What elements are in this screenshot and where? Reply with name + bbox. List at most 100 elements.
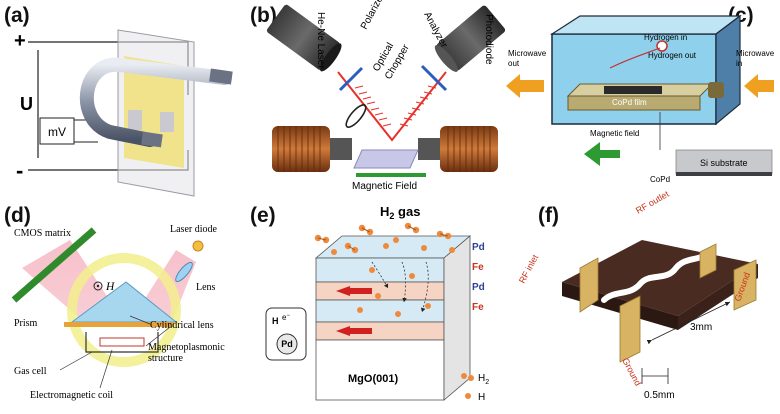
- microwave-out-label-2: out: [508, 59, 520, 68]
- panel-f-label: (f): [538, 204, 559, 227]
- analyzer-label: Analyzer: [421, 10, 449, 50]
- panel-f: (f) RF outlet RF inlet Ground Ground 3mm…: [517, 189, 758, 401]
- rf-inlet-label: RF inlet: [517, 252, 541, 285]
- layer-label-pd-2: Pd: [472, 282, 485, 293]
- diffusion-path-3: [420, 261, 429, 313]
- coil-label: Electromagnetic coil: [30, 390, 113, 401]
- layer-pd-top: [315, 257, 445, 283]
- gas-cell: [85, 332, 159, 353]
- optical-chopper: [345, 104, 367, 128]
- magnetization-arrow-bottom-head: [336, 326, 350, 336]
- layer-label-fe-1: Fe: [472, 262, 484, 273]
- legend-h2-atom-2: [468, 375, 474, 381]
- film-label: CoPd film: [612, 98, 647, 107]
- panel-b-label: (b): [250, 4, 277, 27]
- ground-contact-right: [733, 259, 757, 311]
- tray-front: [567, 95, 701, 111]
- stack-top-face: [314, 235, 472, 259]
- panel-a: (a) + - U mV: [4, 4, 233, 197]
- microwave-out-arrow: [506, 74, 544, 98]
- mgo-substrate: [315, 339, 445, 401]
- hydrogen-in-label: Hydrogen in: [644, 33, 687, 42]
- gas-cell-pointer: [59, 351, 93, 371]
- h2-molecules: [314, 222, 452, 254]
- inset-electron-label: e−: [282, 313, 290, 322]
- electromagnet-right: [418, 126, 498, 172]
- analyzer-element: [420, 64, 448, 92]
- contact-pad-left: [128, 110, 142, 130]
- photodiode-label: Photodiode: [483, 14, 494, 65]
- panel-e: (e) H2 gas Pd Fe Pd Fe MgO(001): [250, 204, 489, 403]
- microwave-out-label-1: Microwave: [508, 49, 547, 58]
- copd-layer: [676, 172, 772, 176]
- dim-3mm-label: 3mm: [690, 322, 712, 333]
- rf-outlet-label: RF outlet: [634, 189, 671, 216]
- microwave-in-arrow: [744, 74, 774, 98]
- panel-b: (b) He-Ne Laser Photodiode Polariz: [250, 0, 506, 192]
- gas-cell-label: Gas cell: [14, 366, 47, 377]
- structure-pointer: [145, 326, 171, 347]
- laser-label: He-Ne Laser: [315, 12, 326, 69]
- coil-windings: [99, 337, 145, 347]
- cmos-matrix: [11, 227, 97, 303]
- chamber-side: [715, 14, 741, 126]
- laser-diode-label: Laser diode: [170, 224, 217, 235]
- panel-d: (d) CMOS matrix H Laser diode Lens Cylin…: [4, 204, 225, 401]
- inset-pd-label: Pd: [281, 339, 293, 349]
- substrate-label: Si substrate: [700, 158, 748, 168]
- lens-label: Lens: [196, 282, 216, 293]
- magnetic-field-arrow: [584, 142, 620, 166]
- panel-d-label: (d): [4, 204, 31, 227]
- diffusion-path-2: [401, 261, 407, 303]
- copd-film-sample: [604, 86, 662, 94]
- magnetoplasmonic-layer: [64, 322, 174, 327]
- beam-modulation-marks: [354, 85, 437, 127]
- contact-pad-right: [160, 112, 174, 132]
- coil-pointer: [99, 349, 113, 389]
- hydrogen-flow-line: [609, 47, 661, 69]
- layer-label-fe-2: Fe: [472, 302, 484, 313]
- magnet-pole-s: [141, 131, 163, 148]
- plus-sign: +: [14, 30, 26, 52]
- photodiode-detector: [434, 5, 506, 72]
- cmos-label: CMOS matrix: [14, 228, 71, 239]
- microwave-in-label-1: Microwave: [736, 49, 775, 58]
- magnetic-field-label-c: Magnetic field: [590, 129, 639, 138]
- microwave-port: [708, 82, 724, 98]
- prism-label: Prism: [14, 318, 38, 329]
- sample-plate: [353, 149, 419, 169]
- h-atoms: [331, 237, 455, 317]
- millivoltmeter-label: mV: [48, 125, 66, 139]
- magnetization-arrow-top: [350, 288, 372, 294]
- inset-h-label: H: [272, 316, 279, 326]
- si-substrate: [675, 149, 773, 175]
- field-direction-symbol: [93, 281, 103, 291]
- structure-label-1: Magnetoplasmonic: [148, 342, 225, 353]
- hydrogen-out-label: Hydrogen out: [648, 51, 697, 60]
- magnetization-arrow-bottom: [350, 328, 372, 334]
- panel-c: (c) CoPd film Hydrogen in Hydrogen out M…: [506, 4, 775, 184]
- magnet-pole-n: [209, 68, 233, 85]
- substrate-label-e: MgO(001): [348, 373, 398, 385]
- polarizer-label: Polarizer: [359, 0, 388, 31]
- legend-h2-atom-1: [461, 373, 467, 379]
- millivoltmeter-box: [39, 117, 75, 145]
- dim-05mm-label: 0.5mm: [644, 390, 675, 401]
- hydrogen-inlet-port: [656, 40, 668, 52]
- electromagnet-left: [272, 126, 352, 172]
- laser-source: [266, 4, 342, 72]
- laser-diode: [192, 240, 204, 252]
- rf-inlet-contact: [579, 257, 599, 313]
- reflected-beam: [22, 240, 124, 322]
- magnetization-arrow-top-head: [336, 286, 350, 296]
- dimension-line-3mm: [646, 301, 731, 345]
- chamber-top: [549, 15, 742, 35]
- ground-contact-left: [619, 295, 641, 363]
- ground-left-label: Ground: [620, 356, 643, 387]
- u-shaped-magnet: [79, 57, 232, 147]
- h2-gas-label: H2 gas: [380, 204, 420, 221]
- lens: [175, 261, 193, 283]
- minus-sign: -: [16, 158, 23, 183]
- panel-e-label: (e): [250, 204, 276, 227]
